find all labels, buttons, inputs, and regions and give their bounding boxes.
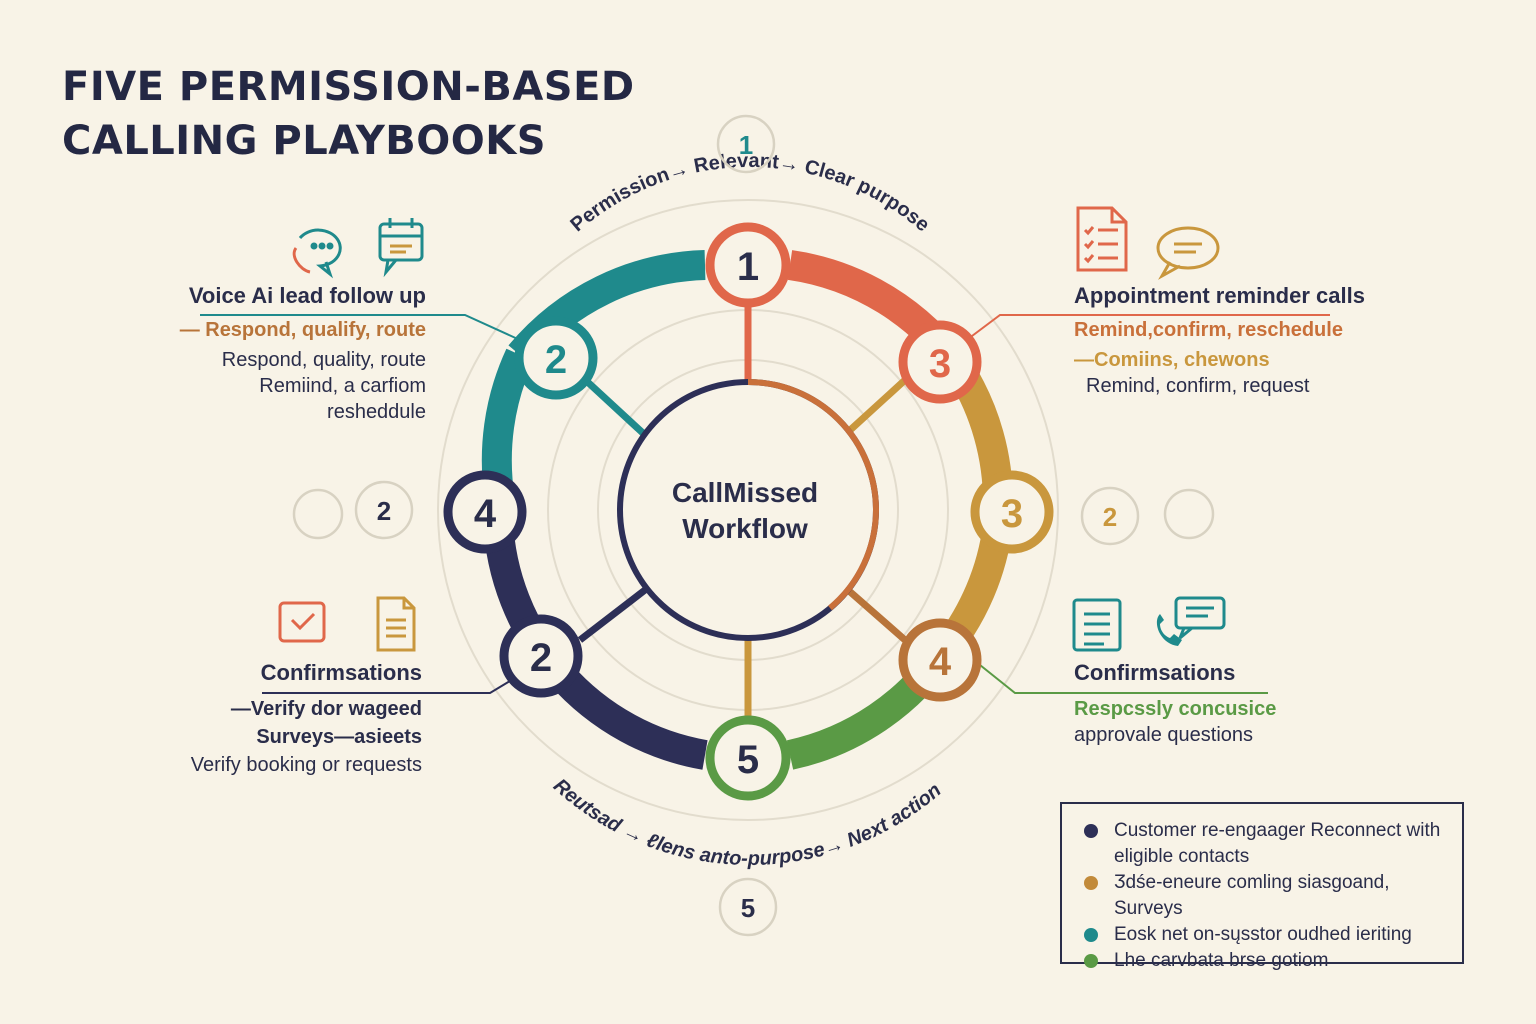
svg-text:4: 4 (929, 640, 952, 684)
legend-item: Ӡdśe-eneure comling siasgoand, Surveys (1084, 870, 1448, 922)
node-top: 1 (705, 222, 791, 308)
svg-text:1: 1 (739, 130, 753, 160)
document-icon (376, 596, 416, 652)
legend-box: Customer re-engaager Reconnect with elig… (1060, 802, 1464, 971)
legend-dot (1084, 954, 1098, 968)
calendar-chat-icon (378, 218, 424, 278)
legend-item-text: Eosk net on-sųsstor oudhed ieriting (1114, 924, 1412, 945)
legend-item: Lhe carvbata brse gotiom (1084, 948, 1448, 974)
svg-text:4: 4 (474, 492, 497, 536)
svg-text:3: 3 (1001, 492, 1023, 536)
page-title: FIVE PERMISSION-BASED CALLING PLAYBOOKS (62, 60, 635, 168)
panel-confirm-left: Confirmsations —Verify dor wageed Survey… (191, 660, 422, 778)
legend-dot (1084, 928, 1098, 942)
panel-appointment: Appointment reminder calls Remind,confir… (1074, 283, 1365, 399)
legend-item-text: Ӡdśe-eneure comling siasgoand, Surveys (1114, 872, 1390, 919)
panel-voice-line-2: Remiind, a carfiom (259, 375, 426, 397)
panel-voice-heading: Voice Ai lead follow up (188, 283, 426, 308)
legend-item: Customer re-engaager Reconnect with elig… (1084, 818, 1448, 870)
node-left: 4 (443, 470, 527, 554)
panel-appointment-accent-2: —Comiins, chewons (1074, 349, 1270, 371)
panel-appointment-heading: Appointment reminder calls (1074, 283, 1365, 308)
node-lower-right: 4 (898, 618, 982, 702)
checklist-icon (1076, 206, 1128, 272)
panel-confirm-left-heading: Confirmsations (260, 660, 422, 685)
panel-confirm-left-line-2: Surveys—asieets (256, 726, 422, 748)
center-label-line-1: CallMissed (672, 477, 818, 508)
outer-marker-left: 2 (292, 480, 414, 540)
node-lower-left: 2 (499, 614, 583, 698)
legend-dot (1084, 876, 1098, 890)
panel-confirm-left-line-3: Verify booking or requests (190, 754, 422, 776)
document-lines-icon (1072, 598, 1122, 652)
legend-dot (1084, 824, 1098, 838)
panel-voice-accent: — Respond, qualify, route (179, 319, 426, 341)
panel-voice-line-3: resheddule (327, 401, 426, 423)
panel-appointment-accent-1: Remind,confirm, reschedule (1074, 319, 1343, 341)
phone-chat-icon (292, 228, 342, 279)
phone-message-icon (1156, 596, 1226, 646)
svg-text:2: 2 (377, 496, 391, 526)
legend-item: Eosk net on-sųsstor oudhed ieriting (1084, 922, 1448, 948)
svg-text:3: 3 (929, 342, 951, 386)
legend-item-text: Customer re-engaager Reconnect with elig… (1114, 820, 1441, 867)
panel-appointment-line-1: Remind, confirm, request (1086, 375, 1310, 397)
svg-text:1: 1 (737, 245, 759, 289)
panel-voice-ai: Voice Ai lead follow up — Respond, quali… (180, 283, 426, 425)
outer-marker-bottom: 5 (718, 877, 778, 937)
svg-text:2: 2 (530, 636, 552, 680)
spokes (577, 300, 908, 720)
panel-voice-line-1: Respond, quality, route (221, 349, 426, 371)
checkbox-icon (278, 601, 326, 643)
svg-text:5: 5 (737, 738, 759, 782)
title-line-2: CALLING PLAYBOOKS (62, 118, 547, 164)
center-label-line-2: Workflow (682, 513, 808, 544)
svg-text:2: 2 (1103, 502, 1117, 532)
speech-bubble-icon (1156, 226, 1220, 280)
svg-text:5: 5 (741, 893, 755, 923)
panel-confirm-right-line-1: approvale questions (1074, 724, 1254, 746)
title-line-1: FIVE PERMISSION-BASED (62, 64, 635, 110)
node-right: 3 (970, 470, 1054, 554)
outer-marker-top: 1 (716, 114, 776, 174)
node-upper-right: 3 (898, 320, 982, 404)
node-bottom: 5 (705, 715, 791, 801)
panel-confirm-left-line-1: —Verify dor wageed (230, 698, 422, 720)
legend-item-text: Lhe carvbata brse gotiom (1114, 950, 1329, 971)
center-hub: CallMissed Workflow (617, 379, 880, 641)
panel-confirm-right-heading: Confirmsations (1074, 660, 1236, 685)
outer-marker-right: 2 (1080, 486, 1215, 546)
svg-text:2: 2 (545, 338, 567, 382)
node-upper-left: 2 (514, 316, 598, 400)
panel-confirm-right: Confirmsations Respcssly concusicе appro… (1074, 660, 1276, 748)
panel-confirm-right-accent: Respcssly concusicе (1074, 698, 1277, 720)
